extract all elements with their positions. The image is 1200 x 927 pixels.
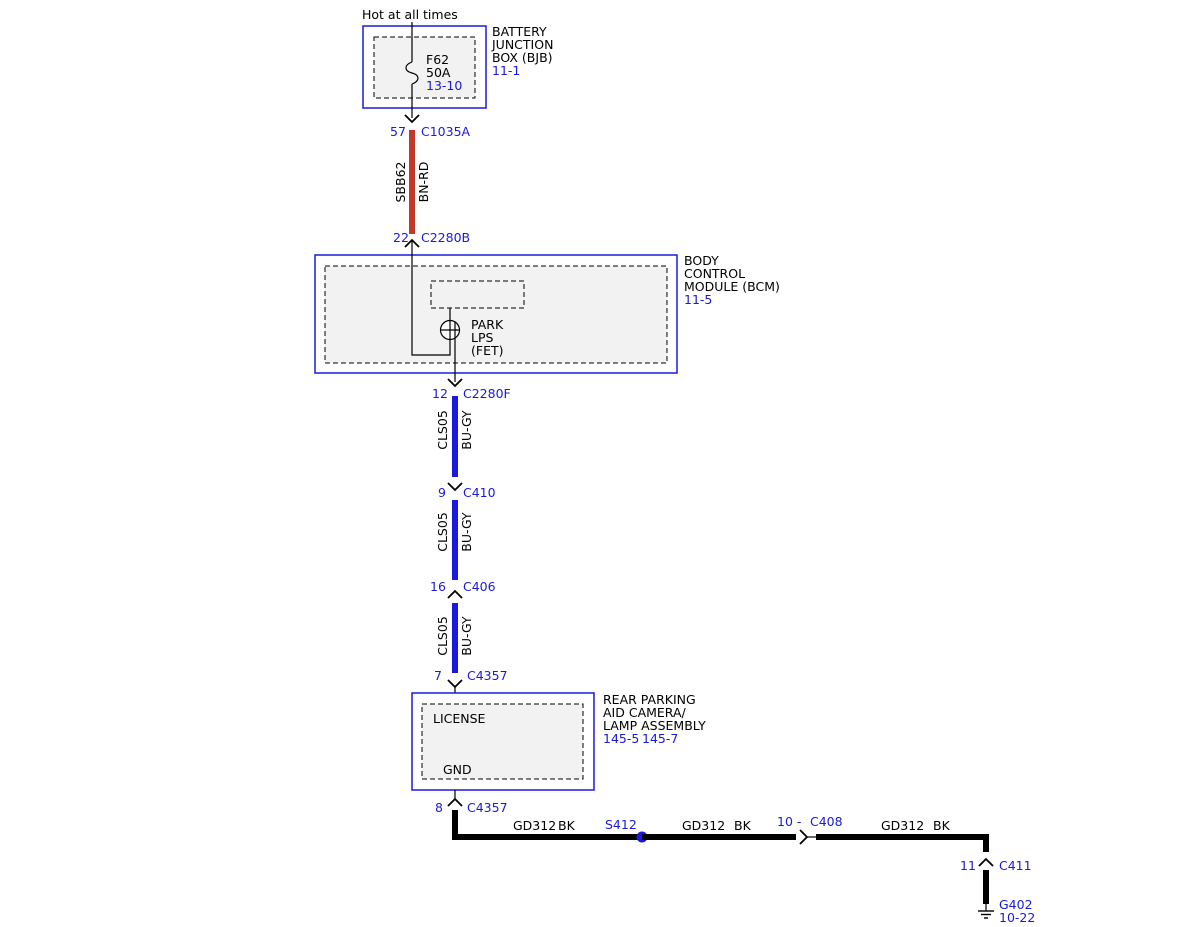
camera-name-1: REAR PARKING xyxy=(603,692,696,707)
bcm-ref-link[interactable]: 11-5 xyxy=(684,292,712,307)
connector-c406-pin: 16 xyxy=(430,579,446,594)
connector-c1035a-name[interactable]: C1035A xyxy=(421,124,471,139)
connector-c411-name[interactable]: C411 xyxy=(999,858,1032,873)
wire-cls05-1-circuit: CLS05 xyxy=(435,410,450,450)
wire-gd312-2[interactable] xyxy=(642,834,796,840)
wire-gd312-2-color: BK xyxy=(734,818,752,833)
wire-cls05-1-color: BU-GY xyxy=(459,410,474,450)
bjb-name-1: BATTERY xyxy=(492,24,547,39)
connector-c4357-top-pin: 7 xyxy=(434,668,442,683)
fuse-ref-link[interactable]: 13-10 xyxy=(426,78,462,93)
wire-gd312-2-circuit: GD312 xyxy=(682,818,725,833)
ground-g402-name[interactable]: G402 xyxy=(999,897,1033,912)
camera-ref-link-2[interactable]: 145-7 xyxy=(642,731,678,746)
connector-c2280f-icon xyxy=(447,378,463,388)
wire-gd312-3-color: BK xyxy=(933,818,951,833)
wire-sbb62-circuit: SBB62 xyxy=(393,162,408,203)
wire-sbb62-color: BN-RD xyxy=(416,162,431,203)
connector-c4357-bottom-name[interactable]: C4357 xyxy=(467,800,508,815)
wire-gd312-3[interactable] xyxy=(816,834,989,840)
power-source-label: Hot at all times xyxy=(362,7,458,22)
fuse-rating: 50A xyxy=(426,65,451,80)
connector-c411-icon xyxy=(978,857,994,867)
connector-c2280b-pin: 22 xyxy=(393,230,409,245)
wire-cls05-3-circuit: CLS05 xyxy=(435,616,450,656)
connector-c2280b-name[interactable]: C2280B xyxy=(421,230,470,245)
bcm-internal-wire xyxy=(411,240,451,356)
connector-c406-name[interactable]: C406 xyxy=(463,579,496,594)
bjb-ref-link[interactable]: 11-1 xyxy=(492,63,520,78)
camera-name-3: LAMP ASSEMBLY xyxy=(603,718,706,733)
splice-s412-name[interactable]: S412 xyxy=(605,817,637,832)
rear-camera-lamp-assembly: LICENSE GND REAR PARKING AID CAMERA/ LAM… xyxy=(411,692,706,791)
bcm-name-1: BODY xyxy=(684,253,719,268)
bcm-inner xyxy=(324,265,668,364)
connector-c4357-top-name[interactable]: C4357 xyxy=(467,668,508,683)
wire-gd312-1-vertical[interactable] xyxy=(452,810,458,840)
connector-c2280f-pin: 12 xyxy=(432,386,448,401)
camera-inner xyxy=(421,703,584,780)
bjb-name-3: BOX (BJB) xyxy=(492,50,553,65)
connector-c408-pin: 10 - xyxy=(777,814,801,829)
ground-g402-ref[interactable]: 10-22 xyxy=(999,910,1035,925)
connector-c410-pin: 9 xyxy=(438,485,446,500)
wire-cls05-2[interactable] xyxy=(452,500,458,580)
fet-transistor-icon xyxy=(439,319,461,341)
wire-gd312-3-circuit: GD312 xyxy=(881,818,924,833)
bcm-name-2: CONTROL xyxy=(684,266,745,281)
connector-c406-icon xyxy=(447,589,463,599)
connector-c4357-bottom-pin: 8 xyxy=(435,800,443,815)
connector-c408-icon xyxy=(799,829,809,845)
wire-gd312-1-circuit: GD312 xyxy=(513,818,556,833)
wire-gd312-1-color: BK xyxy=(558,818,576,833)
wire-cls05-2-circuit: CLS05 xyxy=(435,512,450,552)
bcm-logic-block xyxy=(430,280,525,309)
connector-c1035a-icon xyxy=(404,114,420,124)
connector-c408-name[interactable]: C408 xyxy=(810,814,843,829)
gnd-label: GND xyxy=(443,762,472,777)
wire-gd312-1[interactable] xyxy=(452,834,642,840)
wire-gd312-3-vertical[interactable] xyxy=(983,834,989,852)
wire-cls05-3[interactable] xyxy=(452,603,458,673)
bjb-name-2: JUNCTION xyxy=(491,37,553,52)
connector-c4357-top-icon xyxy=(447,679,463,689)
fet-label-3: (FET) xyxy=(471,343,503,358)
fet-label-2: LPS xyxy=(471,330,494,345)
camera-name-2: AID CAMERA/ xyxy=(603,705,687,720)
wire-cls05-3-color: BU-GY xyxy=(459,616,474,656)
fet-label-1: PARK xyxy=(471,317,504,332)
wire-gd312-ground-lead[interactable] xyxy=(983,870,989,904)
connector-c410-name[interactable]: C410 xyxy=(463,485,496,500)
bcm-name-3: MODULE (BCM) xyxy=(684,279,780,294)
connector-c2280f-name[interactable]: C2280F xyxy=(463,386,511,401)
connector-c4357-bottom-icon xyxy=(447,797,463,807)
fuse-name: F62 xyxy=(426,52,449,67)
ground-g402-icon xyxy=(978,904,994,919)
wire-cls05-2-color: BU-GY xyxy=(459,512,474,552)
wire-sbb62[interactable] xyxy=(409,130,415,234)
connector-c411-pin: 11 xyxy=(960,858,976,873)
bjb-inner xyxy=(373,36,476,99)
wire-cls05-1[interactable] xyxy=(452,396,458,477)
fuse-icon xyxy=(405,61,419,85)
license-lamp-label: LICENSE xyxy=(433,711,486,726)
connector-c410-icon xyxy=(447,482,463,492)
camera-ref-link-1[interactable]: 145-5 xyxy=(603,731,639,746)
connector-c1035a-pin: 57 xyxy=(390,124,406,139)
battery-junction-box: F62 50A 13-10 BATTERY JUNCTION BOX (BJB)… xyxy=(362,22,553,118)
body-control-module: PARK LPS (FET) BODY CONTROL MODULE (BCM)… xyxy=(314,240,780,382)
